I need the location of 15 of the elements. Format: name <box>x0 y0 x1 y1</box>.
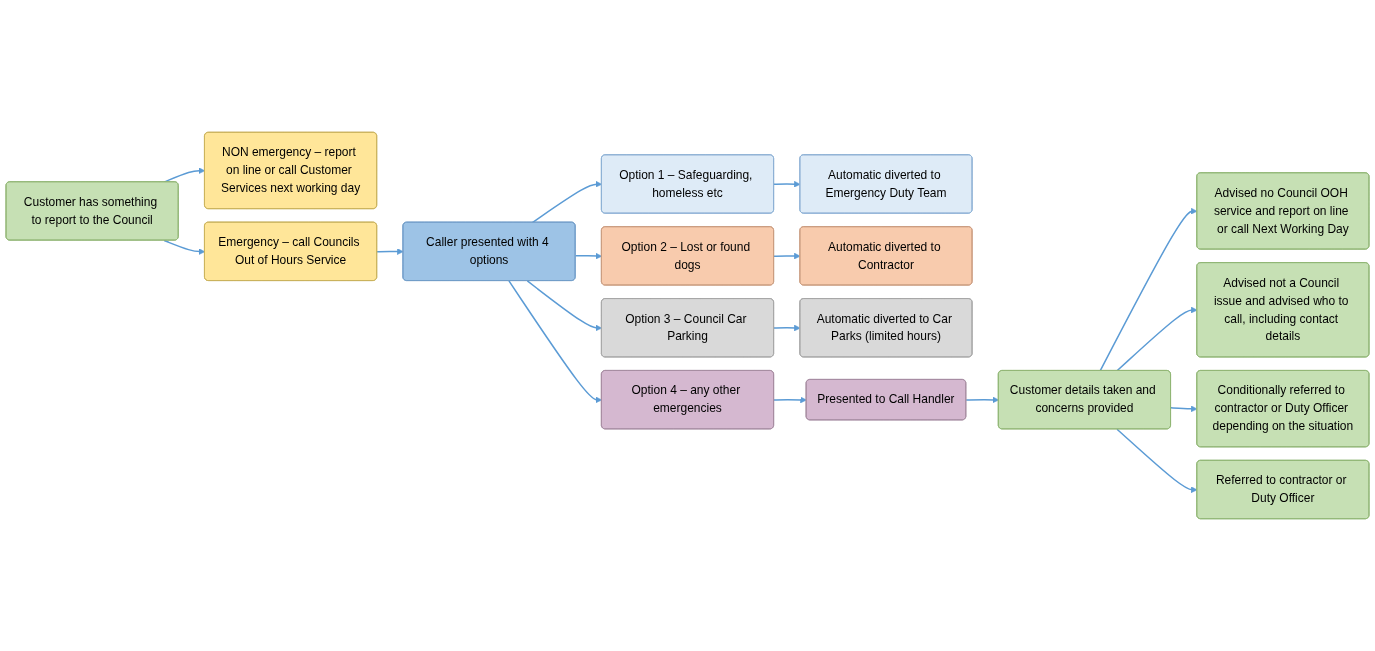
arrow <box>1099 207 1198 372</box>
arrow <box>574 252 603 260</box>
arrow <box>965 396 999 404</box>
arrow <box>1116 428 1198 493</box>
arrow <box>773 180 801 188</box>
arrow <box>773 396 807 404</box>
arrow <box>1116 306 1198 372</box>
arrow <box>526 280 603 332</box>
arrow <box>376 248 404 255</box>
arrow <box>773 252 801 260</box>
arrow <box>163 239 206 255</box>
arrow <box>1170 405 1198 413</box>
arrow <box>531 180 603 224</box>
arrow <box>773 324 801 332</box>
arrow <box>508 280 603 404</box>
